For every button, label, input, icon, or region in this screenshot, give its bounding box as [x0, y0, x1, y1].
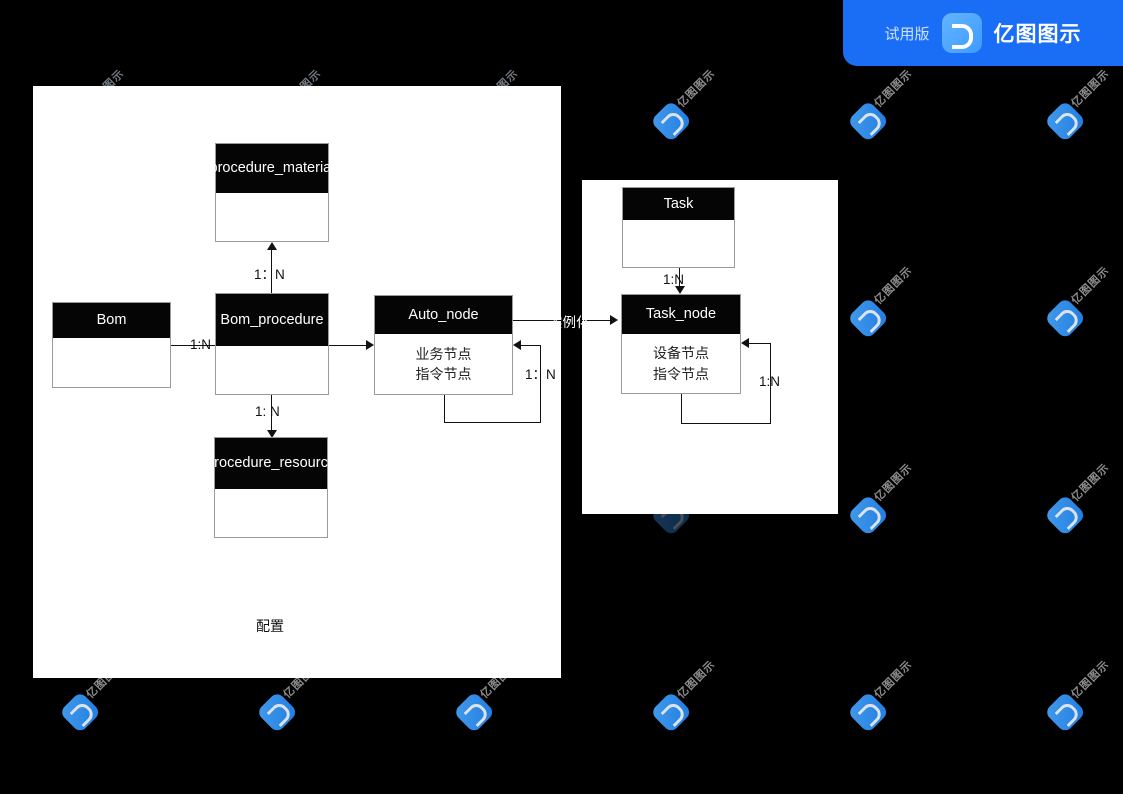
- edge-auto-node-self-top: [519, 345, 541, 347]
- watermark-tile: 亿图图示: [1038, 260, 1121, 343]
- edge-auto-node-to-task-node: [513, 320, 614, 322]
- watermark-tile: 亿图图示: [841, 457, 924, 540]
- edge-task-node-self-right: [770, 343, 772, 424]
- edraw-watermark-icon: [58, 691, 102, 734]
- edge-auto-node-self-left: [444, 395, 446, 423]
- watermark-text: 亿图图示: [871, 657, 915, 701]
- entity-auto-node[interactable]: Auto_node 业务节点 指令节点: [374, 295, 513, 395]
- entity-bom-procedure-body: [216, 346, 328, 394]
- watermark-tile: 亿图图示: [644, 63, 727, 146]
- arrow-down-to-task-node: [675, 286, 685, 294]
- watermark-text: 亿图图示: [674, 657, 718, 701]
- entity-auto-node-body: 业务节点 指令节点: [375, 334, 512, 394]
- edge-task-node-self-bottom: [681, 423, 771, 425]
- entity-task-node[interactable]: Task_node 设备节点 指令节点: [621, 294, 741, 394]
- watermark-tile: 亿图图示: [841, 260, 924, 343]
- entity-procedure-material[interactable]: procedure_material: [210, 143, 334, 242]
- watermark-tile: 亿图图示: [841, 654, 924, 737]
- edraw-watermark-icon: [1043, 494, 1087, 537]
- edraw-watermark-icon: [255, 691, 299, 734]
- watermark-text: 亿图图示: [871, 460, 915, 504]
- task-node-line-1: 设备节点: [653, 345, 709, 362]
- watermark-tile: 亿图图示: [1038, 457, 1121, 540]
- arrow-right-to-task-node: [610, 315, 618, 325]
- edge-label-instantiate: 实例化: [549, 315, 590, 330]
- edraw-logo-icon: [941, 13, 982, 53]
- entity-bom-procedure-title: Bom_procedure: [216, 294, 328, 346]
- edge-auto-node-self-bottom: [444, 422, 541, 424]
- brand-name: 亿图图示: [993, 23, 1082, 46]
- edraw-watermark-icon: [846, 691, 890, 734]
- entity-procedure-material-body: [216, 193, 328, 241]
- edraw-watermark-icon: [846, 494, 890, 537]
- entity-task[interactable]: Task: [622, 187, 735, 268]
- edge-label-task-task-node: 1:N: [663, 272, 685, 287]
- edraw-watermark-icon: [1043, 100, 1087, 143]
- trial-label: 试用版: [884, 25, 930, 43]
- edge-label-bom-procedure-material: 1：N: [254, 267, 285, 282]
- watermark-tile: 亿图图示: [1038, 63, 1121, 146]
- trial-banner: 试用版 亿图图示: [843, 0, 1123, 66]
- entity-bom[interactable]: Bom: [52, 302, 171, 388]
- auto-node-line-1: 业务节点: [415, 345, 472, 362]
- watermark-tile: 亿图图示: [841, 63, 924, 146]
- arrow-down-to-procedure-resource: [267, 430, 277, 438]
- edge-bom-procedure-to-resource: [271, 395, 273, 431]
- task-node-line-2: 指令节点: [653, 365, 709, 382]
- arrow-left-to-auto-node: [513, 340, 521, 350]
- edraw-watermark-icon: [846, 100, 890, 143]
- entity-procedure-resource[interactable]: procedure_resource: [206, 437, 336, 538]
- arrow-right-to-auto-node: [366, 340, 374, 350]
- entity-procedure-resource-title: procedure_resource: [206, 438, 336, 489]
- arrow-up-to-procedure-material: [267, 242, 277, 250]
- watermark-text: 亿图图示: [1068, 460, 1112, 504]
- entity-task-node-body: 设备节点 指令节点: [622, 334, 740, 393]
- edge-task-node-self-top: [747, 343, 771, 345]
- left-panel-caption: 配置: [256, 618, 284, 634]
- edge-label-auto-node-self: 1：N: [525, 367, 556, 382]
- edge-label-bom-bom-procedure: 1:N: [190, 337, 212, 352]
- edraw-watermark-icon: [649, 691, 693, 734]
- watermark-text: 亿图图示: [1068, 263, 1112, 307]
- watermark-text: 亿图图示: [674, 66, 718, 110]
- edge-label-task-node-self: 1:N: [759, 374, 781, 389]
- entity-procedure-resource-body: [215, 489, 327, 537]
- edge-bom-to-bom-procedure: [171, 345, 215, 347]
- edge-auto-node-self-right: [540, 345, 542, 423]
- watermark-tile: 亿图图示: [644, 654, 727, 737]
- edraw-watermark-icon: [452, 691, 496, 734]
- entity-auto-node-title: Auto_node: [375, 296, 512, 334]
- edraw-watermark-icon: [1043, 691, 1087, 734]
- edraw-watermark-icon: [846, 297, 890, 340]
- edge-bom-procedure-to-auto-node: [329, 345, 369, 347]
- entity-task-title: Task: [623, 188, 734, 220]
- arrow-left-to-task-node: [741, 338, 749, 348]
- edge-task-node-self-left: [681, 394, 683, 424]
- watermark-text: 亿图图示: [871, 263, 915, 307]
- watermark-tile: 亿图图示: [1038, 654, 1121, 737]
- entity-bom-body: [53, 338, 170, 387]
- watermark-text: 亿图图示: [871, 66, 915, 110]
- edge-bom-procedure-to-material: [271, 250, 273, 295]
- entity-bom-procedure[interactable]: Bom_procedure: [215, 293, 329, 395]
- watermark-text: 亿图图示: [1068, 66, 1112, 110]
- watermark-text: 亿图图示: [1068, 657, 1112, 701]
- edge-label-bom-procedure-resource: 1: N: [255, 404, 280, 419]
- entity-bom-title: Bom: [53, 303, 170, 338]
- entity-task-body: [623, 220, 734, 267]
- edraw-watermark-icon: [649, 100, 693, 143]
- edraw-watermark-icon: [1043, 297, 1087, 340]
- edge-task-to-task-node: [679, 268, 681, 286]
- auto-node-line-2: 指令节点: [415, 366, 472, 382]
- entity-procedure-material-title: procedure_material: [210, 144, 334, 193]
- entity-task-node-title: Task_node: [622, 295, 740, 334]
